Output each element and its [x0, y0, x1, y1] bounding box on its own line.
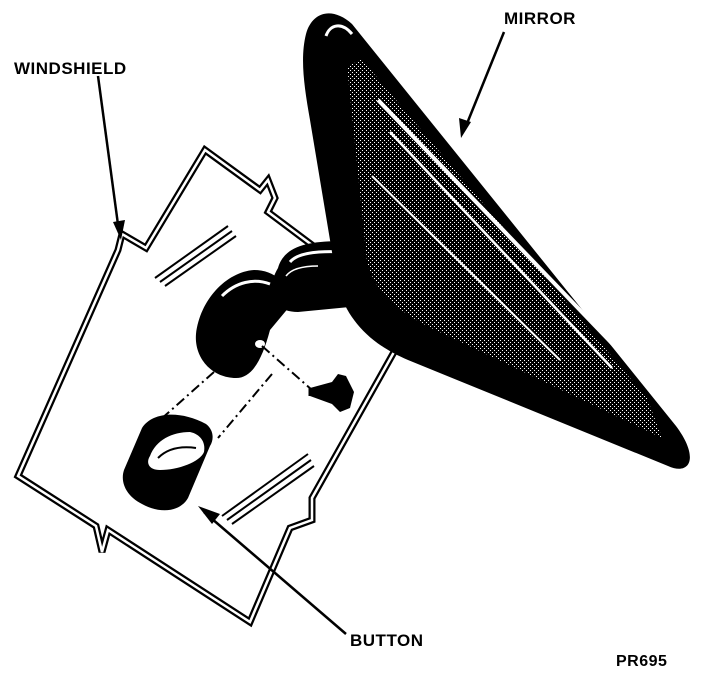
- figure-id-label: PR695: [616, 653, 667, 670]
- button-leader-arrow: [198, 506, 347, 635]
- glass-reflection-lower: [221, 453, 315, 525]
- windshield-button: [122, 414, 213, 511]
- mount-bracket: [195, 270, 291, 378]
- mirror-label: MIRROR: [504, 9, 576, 28]
- mirror-leader-arrow: [459, 31, 506, 138]
- mounting-screw: [308, 374, 354, 412]
- windshield-label: WINDSHIELD: [14, 59, 127, 78]
- mirror: [303, 13, 690, 469]
- alignment-lines: [159, 345, 313, 439]
- windshield-leader-arrow: [96, 75, 125, 240]
- glass-reflection-upper: [154, 225, 237, 287]
- button-label: BUTTON: [350, 631, 424, 650]
